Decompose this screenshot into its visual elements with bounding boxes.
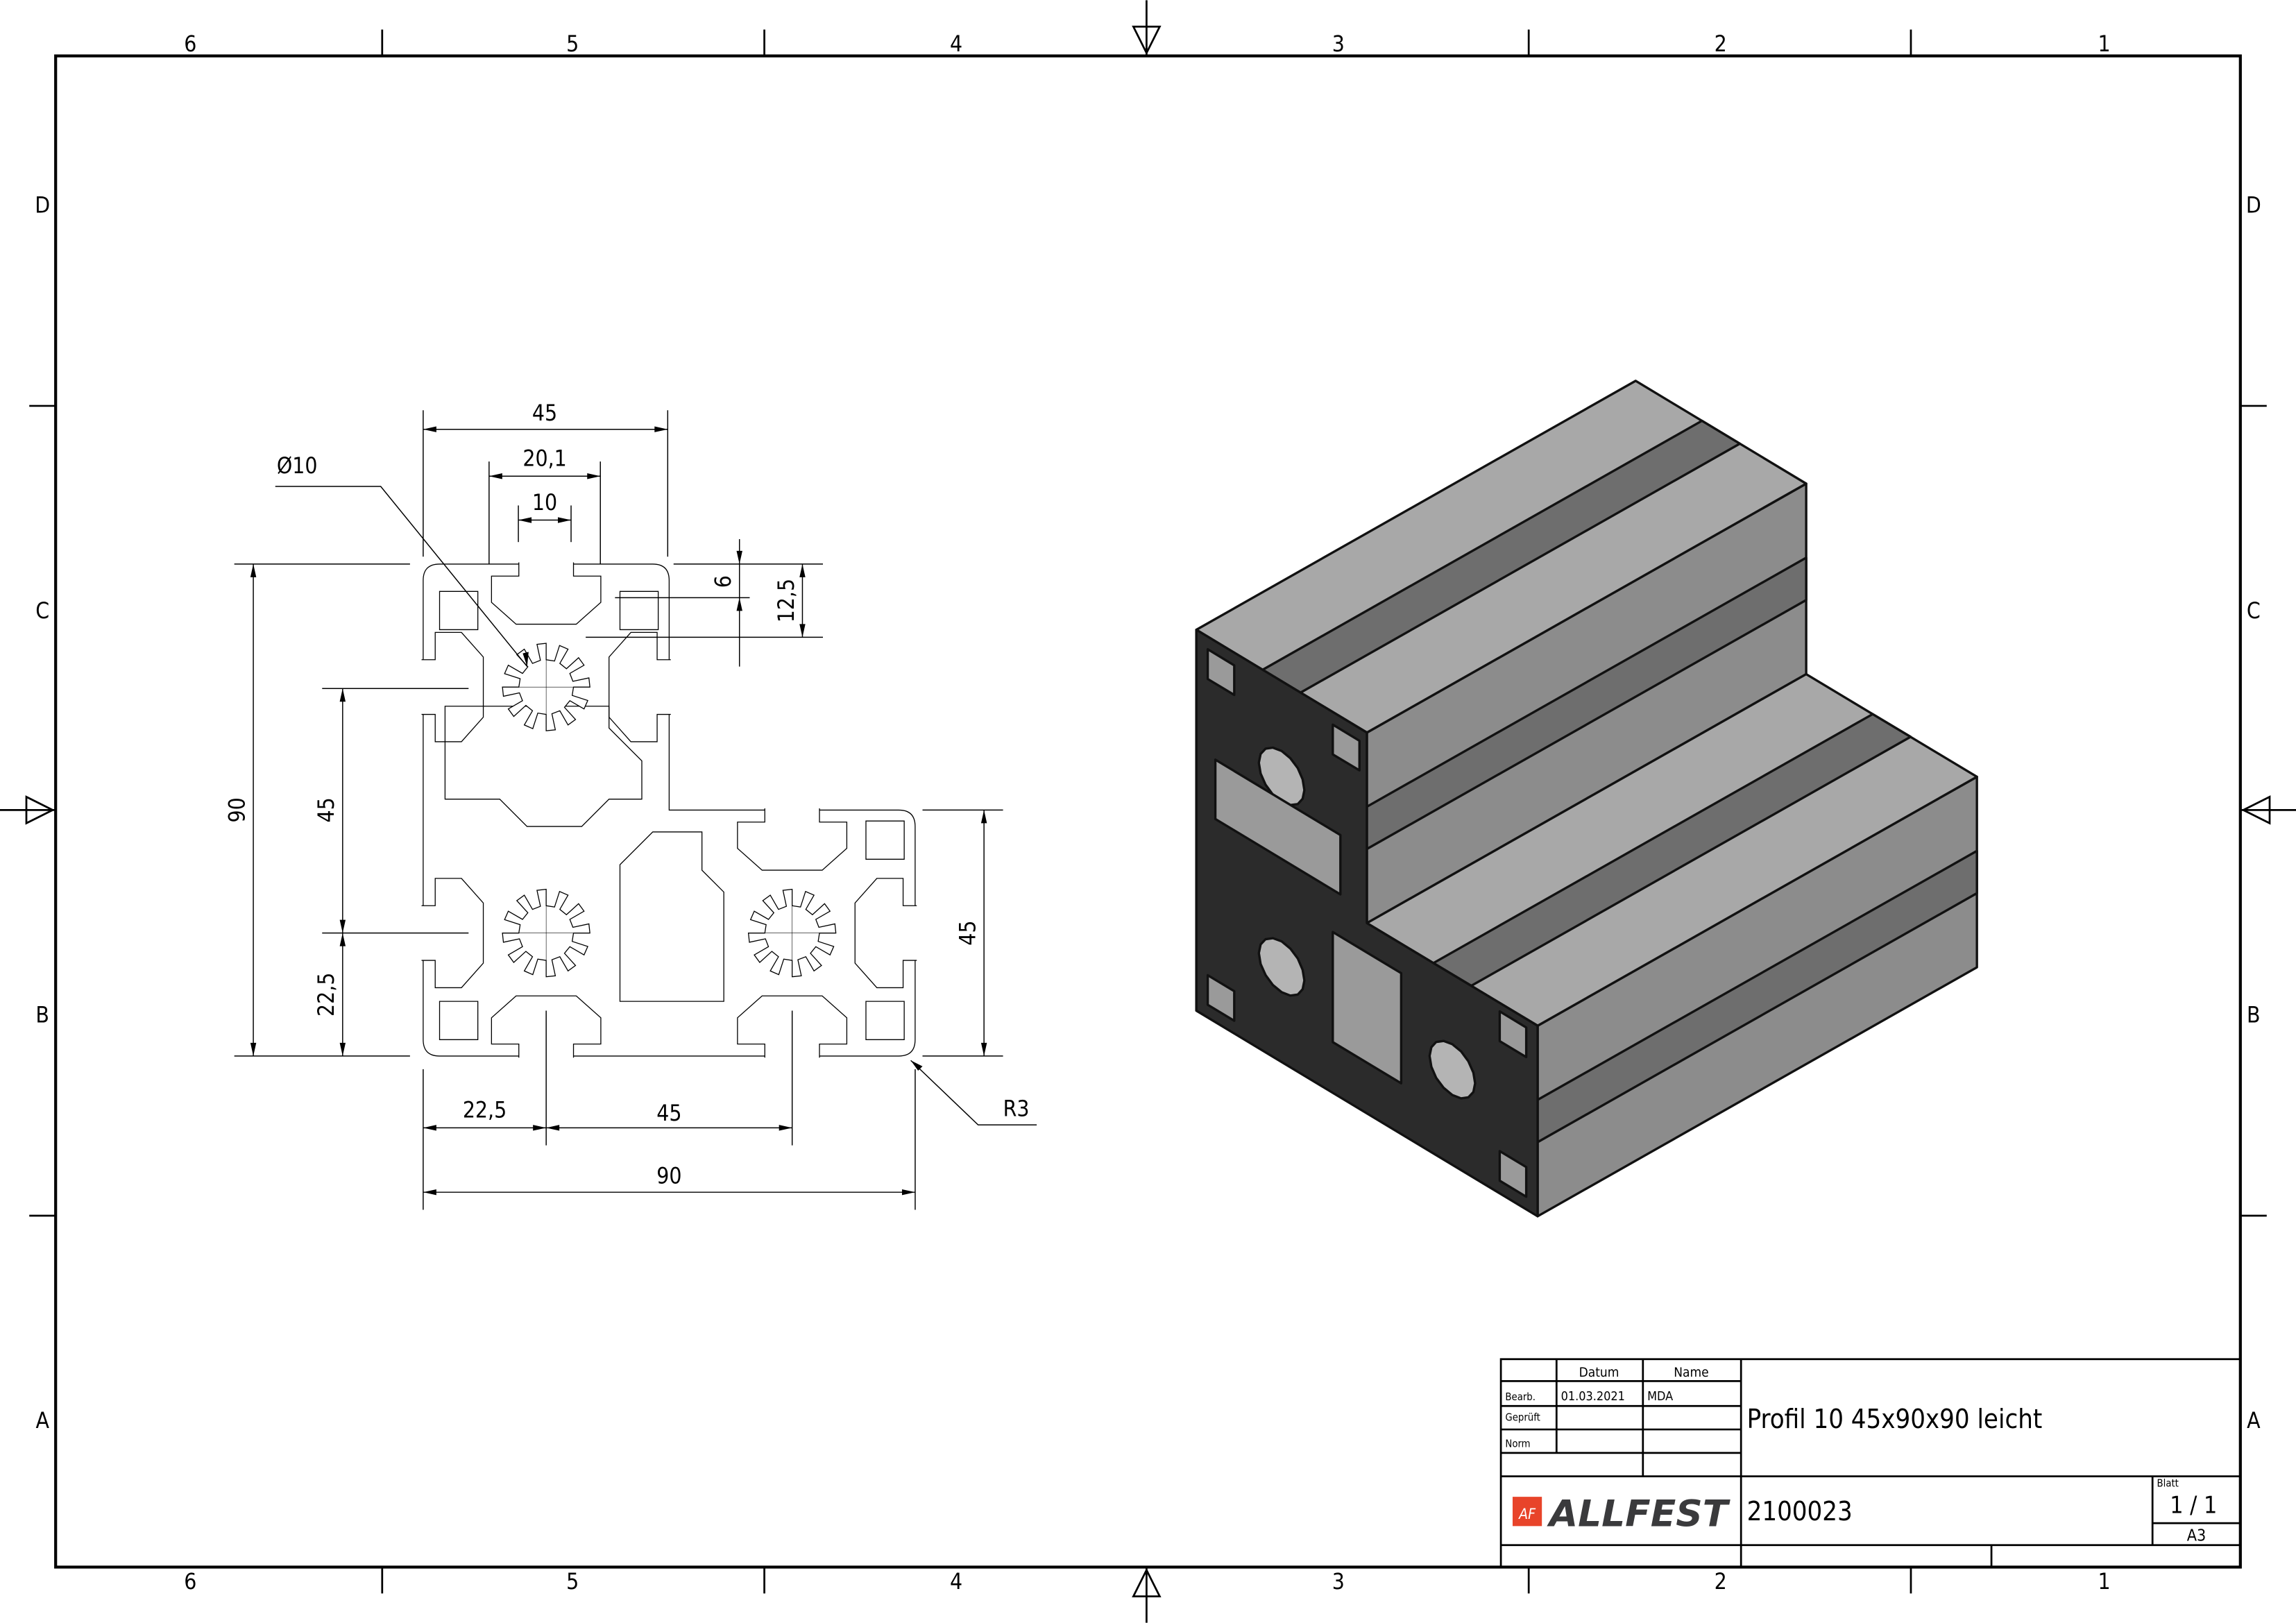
zone-col-6: 6: [184, 32, 196, 57]
dim-slot-depth: 12,5: [774, 579, 799, 622]
dim-total-height: 90: [225, 797, 250, 822]
bearb-date: 01.03.2021: [1561, 1389, 1625, 1404]
zone-col-4-bottom: 4: [950, 1570, 962, 1595]
corner-hole-3d: [1206, 974, 1236, 1022]
profile-cross-section: [422, 563, 917, 1058]
corner-hole: [866, 821, 904, 859]
cavity-3d: [1214, 758, 1342, 896]
corner-hole-3d: [1332, 723, 1361, 772]
zone-row-C: C: [35, 599, 49, 624]
label-norm: Norm: [1505, 1438, 1530, 1450]
drawing-border: [54, 54, 2242, 1569]
zone-col-3-bottom: 3: [1332, 1570, 1345, 1595]
zone-col-6-bottom: 6: [184, 1570, 196, 1595]
zone-col-4: 4: [950, 32, 962, 57]
t-slot: [738, 808, 847, 870]
dim-offset-horizontal: 22,5: [463, 1098, 507, 1123]
profile-outline: [423, 564, 915, 1056]
logo-mark: AF: [1518, 1505, 1536, 1522]
zone-col-5-bottom: 5: [566, 1570, 579, 1595]
dim-total-width: 90: [656, 1164, 681, 1189]
t-slot: [491, 562, 601, 624]
zone-col-5: 5: [566, 32, 579, 57]
header-datum: Datum: [1579, 1365, 1619, 1380]
title-block: Datum Name Bearb. Geprüft Norm 01.03.202…: [1499, 1358, 2242, 1568]
allfest-logo: AF ALLFEST: [1512, 1493, 1730, 1535]
dim-right-height: 45: [955, 921, 980, 946]
core-bore-3d: [1257, 937, 1306, 997]
cavity-3d: [1332, 931, 1403, 1085]
label-geprueft: Geprüft: [1505, 1411, 1540, 1423]
core-bore-3d: [1257, 746, 1306, 806]
corner-hole: [440, 591, 478, 629]
zone-row-D: D: [35, 193, 50, 218]
corner-hole-3d: [1498, 1150, 1528, 1198]
drawing-number: 2100023: [1747, 1496, 1853, 1527]
core-bore-3d: [1428, 1039, 1477, 1100]
zone-col-1: 1: [2098, 32, 2110, 57]
cavity: [620, 832, 724, 1001]
corner-hole: [620, 591, 658, 629]
dim-top-width: 45: [532, 401, 557, 426]
header-name: Name: [1674, 1365, 1708, 1380]
zone-col-2: 2: [1715, 32, 1727, 57]
center-mark: [502, 643, 590, 731]
dim-pitch-vertical: 45: [314, 797, 339, 822]
bearb-name: MDA: [1647, 1389, 1673, 1404]
center-mark: [502, 889, 590, 977]
corner-hole-3d: [1498, 1010, 1528, 1059]
t-slot: [609, 632, 671, 742]
drawing-title: Profil 10 45x90x90 leicht: [1747, 1404, 2043, 1434]
t-slot: [855, 878, 917, 988]
zone-row-C-right: C: [2247, 599, 2261, 624]
profile-3d-view: [1195, 380, 1978, 1218]
dim-slot-width: 20,1: [522, 446, 566, 471]
corner-hole: [440, 1001, 478, 1039]
zone-row-B-right: B: [2247, 1003, 2261, 1028]
sheet-value: 1 / 1: [2170, 1491, 2217, 1518]
zone-col-2-bottom: 2: [1715, 1570, 1727, 1595]
dim-offset-vertical: 22,5: [314, 973, 339, 1017]
zone-row-D-right: D: [2246, 193, 2261, 218]
zone-row-A-right: A: [2247, 1409, 2261, 1434]
dimension-lines: [234, 410, 1037, 1210]
dimension-labels: 45 20,1 10 Ø10 6 12,5 90 45 22,5 45 22,5…: [225, 401, 1029, 1189]
corner-hole: [866, 1001, 904, 1039]
t-slot: [421, 632, 484, 742]
dim-pitch-horizontal: 45: [656, 1101, 681, 1126]
corner-hole-3d: [1206, 647, 1236, 697]
dim-slot-depth-small: 6: [711, 575, 736, 588]
zone-col-1-bottom: 1: [2098, 1570, 2110, 1595]
logo-text: ALLFEST: [1546, 1493, 1730, 1535]
zone-row-A: A: [35, 1409, 49, 1434]
dim-slot-opening: 10: [532, 491, 557, 516]
zone-row-B: B: [35, 1003, 49, 1028]
paper-format: A3: [2187, 1526, 2206, 1545]
dim-corner-radius: R3: [1003, 1096, 1030, 1121]
label-bearb: Bearb.: [1505, 1391, 1536, 1403]
zone-col-3: 3: [1332, 32, 1345, 57]
logo-mark-icon: [1512, 1497, 1542, 1527]
sheet-label: Blatt: [2157, 1477, 2179, 1489]
dim-core-diameter: Ø10: [277, 454, 318, 479]
center-mark: [748, 889, 836, 977]
